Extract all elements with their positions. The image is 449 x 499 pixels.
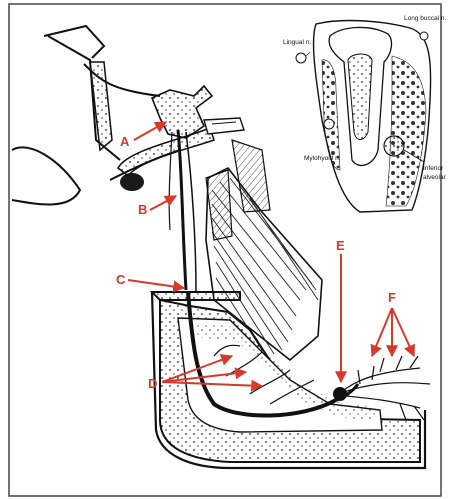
inferior-alveolar-nerve-marker: [384, 136, 404, 156]
label-a: A: [120, 134, 130, 149]
label-b: B: [138, 202, 147, 217]
inset-label-mylohyoid: Mylohyoid n.: [304, 155, 341, 162]
label-c: C: [116, 272, 126, 287]
label-d: D: [148, 376, 157, 391]
inset-label-alveolar: alveolar: [423, 174, 447, 181]
condyle: [120, 173, 144, 191]
label-f: F: [388, 290, 396, 305]
inset-label-long-buccal: Long buccal n.: [404, 15, 446, 22]
long-buccal-nerve-marker: [420, 32, 428, 40]
inset-label-lingual: Lingual n.: [283, 39, 311, 46]
label-e: E: [336, 238, 345, 253]
inset-label-inferior: Inferior: [423, 165, 444, 172]
